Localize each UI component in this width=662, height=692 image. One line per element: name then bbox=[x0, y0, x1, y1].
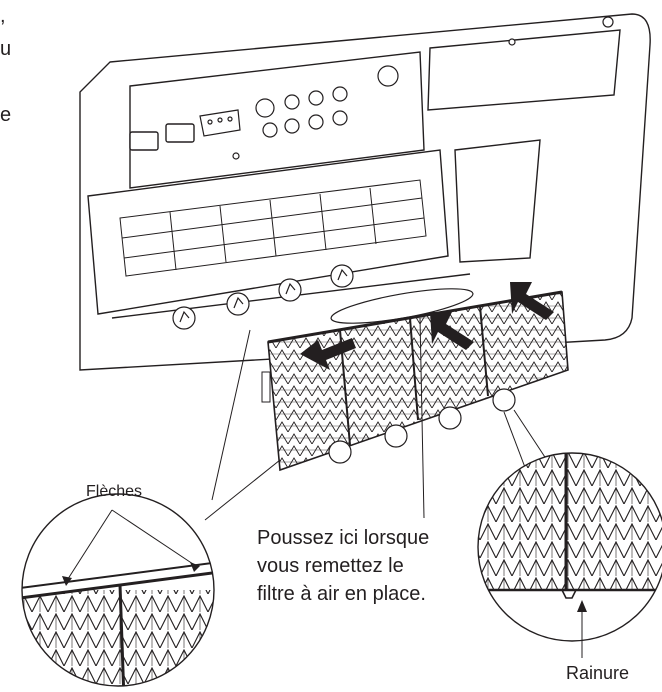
projector-body bbox=[79, 13, 651, 371]
tab-marks bbox=[179, 268, 348, 323]
push-here-label: Poussez ici lorsque vous remettez le fil… bbox=[257, 527, 430, 605]
groove-label: Rainure bbox=[566, 663, 630, 683]
zoom-left bbox=[21, 493, 215, 687]
cropped-text-fragment: , u e bbox=[0, 5, 12, 126]
zoom-right bbox=[477, 452, 662, 658]
tab-callouts bbox=[172, 264, 516, 464]
push-arrows bbox=[300, 282, 554, 370]
arrows-label: Flèches bbox=[86, 483, 143, 500]
connector-panel bbox=[199, 16, 614, 160]
vent-grid bbox=[119, 179, 427, 277]
